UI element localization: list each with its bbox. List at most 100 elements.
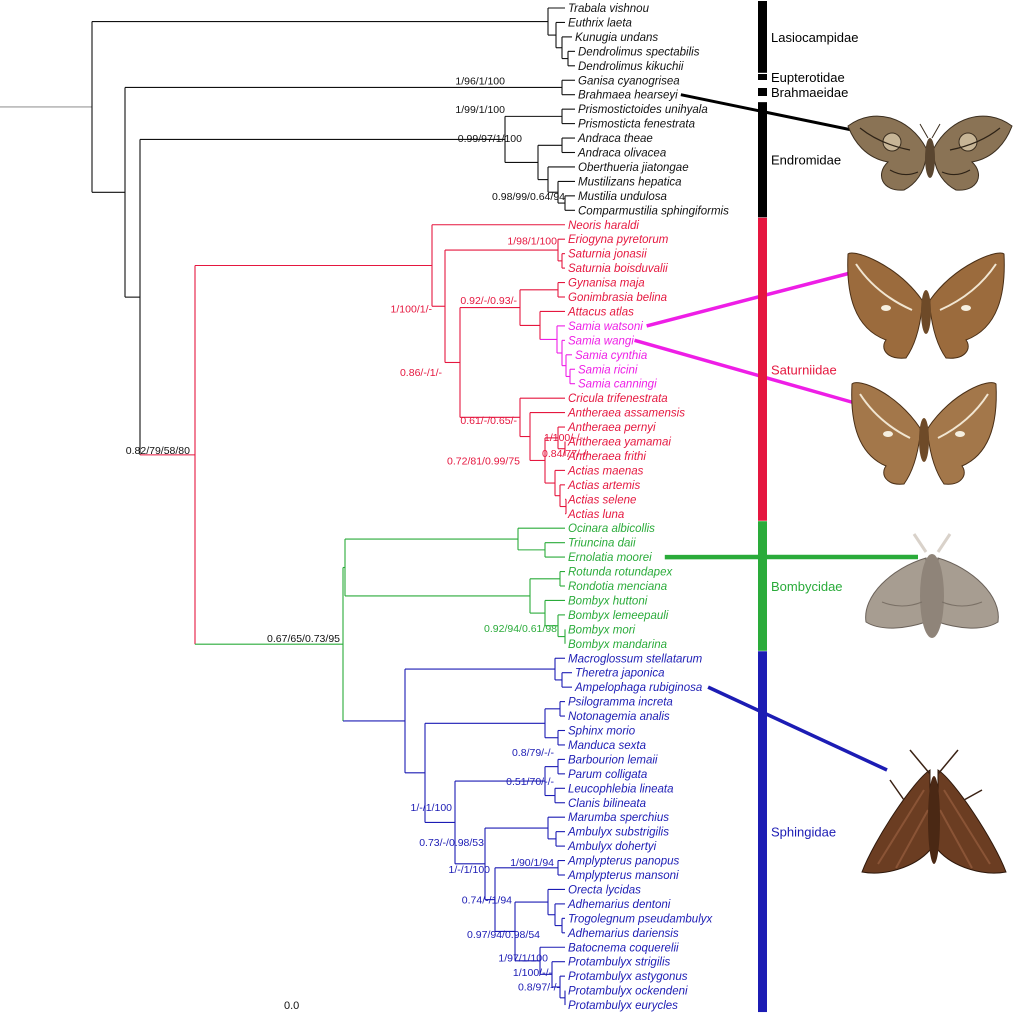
taxon-label: Samia ricini — [578, 364, 638, 376]
taxon-label: Psilogramma increta — [568, 697, 673, 709]
taxon-label: Actias selene — [567, 494, 636, 506]
support-value: 0.8/79/-/- — [512, 747, 555, 759]
family-bar — [758, 74, 767, 80]
taxon-label: Comparmustilia sphingiformis — [578, 205, 729, 217]
taxon-label: Ganisa cyanogrisea — [578, 75, 680, 87]
taxon-label: Cricula trifenestrata — [568, 393, 668, 405]
taxon-label: Barbourion lemaii — [568, 754, 658, 766]
support-value: 0.72/81/0.99/75 — [447, 455, 520, 467]
taxon-label: Trabala vishnou — [568, 3, 650, 15]
support-value: 1/100/-/- — [513, 967, 553, 979]
taxon-label: Ambulyx dohertyi — [567, 841, 657, 853]
support-value: 1/100/1/- — [391, 304, 433, 316]
support-value: 0.67/65/0.73/95 — [267, 633, 340, 645]
taxon-label: Rotunda rotundapex — [568, 567, 673, 579]
support-value: 0.8/97/-/- — [518, 981, 561, 993]
family-bar — [758, 102, 767, 218]
support-value: 0.92/94/0.61/98 — [484, 623, 557, 635]
taxon-label: Dendrolimus kikuchii — [578, 61, 684, 73]
support-value: 0.74/-/1/94 — [462, 895, 512, 907]
taxon-label: Bombyx mandarina — [568, 639, 667, 651]
taxon-label: Amplypterus panopus — [567, 856, 679, 868]
support-value: 1/-/1/100 — [411, 802, 453, 814]
taxon-label: Bombyx huttoni — [568, 595, 648, 607]
taxon-label: Mustilizans hepatica — [578, 176, 682, 188]
family-label: Lasiocampidae — [771, 30, 858, 45]
moth-photo-brahmaea — [847, 115, 1013, 191]
taxon-label: Brahmaea hearseyi — [578, 90, 678, 102]
family-label: Endromidae — [771, 153, 841, 168]
taxon-label: Antheraea pernyi — [567, 422, 656, 434]
family-bar — [758, 88, 767, 96]
taxon-label: Bombyx mori — [568, 624, 636, 636]
support-value: 1/99/1/100 — [455, 104, 505, 116]
support-value: 1/-/1/100 — [449, 864, 491, 876]
taxon-label: Triuncina daii — [568, 538, 636, 550]
photo-connector-line — [634, 338, 863, 407]
taxon-label: Saturnia boisduvalii — [568, 263, 668, 275]
support-value: 0.99/97/1/100 — [458, 133, 522, 145]
taxon-label: Oberthueria jiatongae — [578, 162, 689, 174]
support-value: 1/90/1/94 — [510, 857, 554, 869]
support-value: 0.82/79/58/80 — [126, 445, 190, 457]
photo-connector-line — [646, 268, 863, 328]
taxon-label: Actias luna — [567, 509, 624, 521]
taxon-label: Actias maenas — [567, 465, 644, 477]
support-value: 0.73/-/0.98/53 — [419, 837, 484, 849]
support-value: 0.51/70/-/- — [506, 776, 554, 788]
taxon-label: Orecta lycidas — [568, 884, 641, 896]
family-bar — [758, 217, 767, 521]
taxon-label: Ocinara albicollis — [568, 523, 655, 535]
taxon-label: Antheraea assamensis — [567, 408, 685, 420]
photo-connector-line — [707, 685, 888, 772]
taxon-label: Prismosticta fenestrata — [578, 119, 695, 131]
photo-connectors — [634, 93, 919, 772]
family-bar — [758, 1, 767, 73]
moth-photo-samia-watsoni — [847, 252, 1005, 359]
taxon-label: Gynanisa maja — [568, 278, 645, 290]
taxon-label: Samia wangi — [568, 335, 634, 347]
taxon-label: Batocnema coquerelii — [568, 942, 679, 954]
taxon-label: Euthrix laeta — [568, 17, 632, 29]
taxon-label: Protambulyx astygonus — [568, 971, 688, 983]
taxon-label: Manduca sexta — [568, 740, 646, 752]
taxon-label: Amplypterus mansoni — [567, 870, 679, 882]
taxon-label: Dendrolimus spectabilis — [578, 46, 700, 58]
support-value: 0.61/-/0.65/- — [460, 415, 517, 427]
taxon-label: Saturnia jonasii — [568, 249, 647, 261]
taxon-label: Adhemarius dariensis — [567, 928, 679, 940]
support-value: 0.97/94/0.98/54 — [467, 929, 540, 941]
taxon-label: Andraca olivacea — [577, 148, 666, 160]
support-value: 0.92/-/0.93/- — [460, 295, 517, 307]
taxon-label: Neoris haraldi — [568, 220, 639, 232]
taxon-label: Ampelophaga rubiginosa — [574, 682, 702, 694]
taxon-label: Ernolatia moorei — [568, 552, 652, 564]
support-value: 1/100/-/- — [544, 432, 584, 444]
taxon-label: Samia canningi — [578, 379, 657, 391]
taxon-label: Protambulyx ockendeni — [568, 986, 688, 998]
tree-branches — [0, 7, 575, 1006]
family-bar — [758, 651, 767, 1013]
taxon-label: Samia cynthia — [575, 350, 647, 362]
taxon-label: Attacus atlas — [567, 306, 634, 318]
support-value: 0.84/77/-/- — [542, 448, 590, 460]
support-values: 1/96/1/1001/99/1/1000.99/97/1/1000.98/99… — [126, 75, 591, 993]
family-label: Saturniidae — [771, 362, 837, 377]
taxon-label: Macroglossum stellatarum — [568, 653, 703, 665]
taxon-label: Parum colligata — [568, 769, 647, 781]
taxon-label: Rondotia menciana — [568, 581, 667, 593]
taxon-label: Andraca theae — [577, 133, 653, 145]
taxon-label: Gonimbrasia belina — [568, 292, 667, 304]
taxon-label: Trogolegnum pseudambulyx — [568, 913, 714, 925]
taxon-label: Samia watsoni — [568, 321, 643, 333]
taxon-label: Antheraea yamamai — [567, 437, 671, 449]
family-label: Sphingidae — [771, 825, 836, 840]
family-bar — [758, 521, 767, 651]
scale-label: 0.0 — [284, 1000, 299, 1012]
taxon-label: Prismostictoides unihyala — [578, 104, 708, 116]
support-value: 1/96/1/100 — [455, 75, 505, 87]
moth-photo-ampelophaga — [861, 749, 1007, 874]
taxon-label: Notonagemia analis — [568, 711, 670, 723]
